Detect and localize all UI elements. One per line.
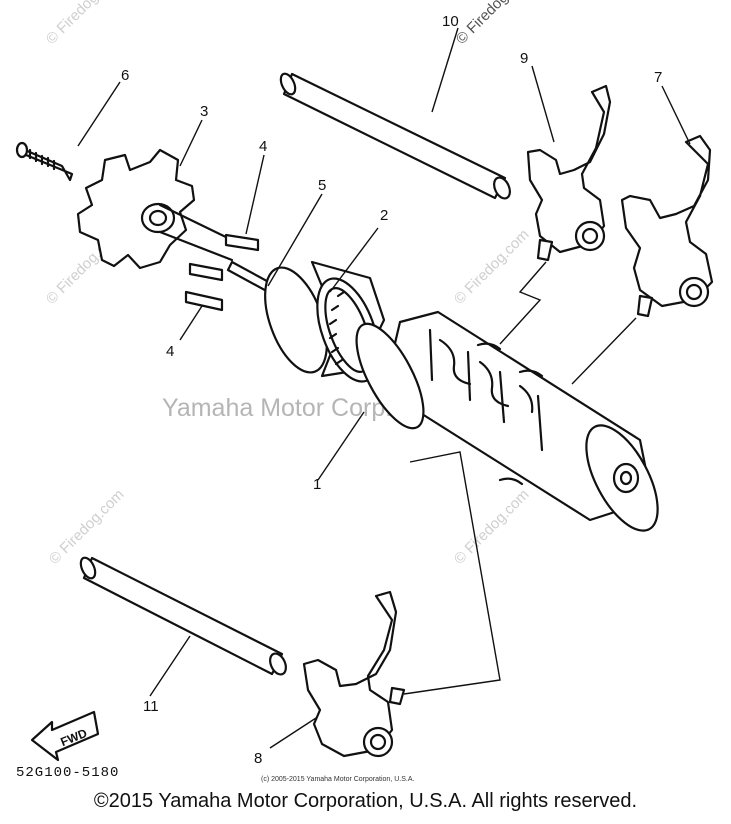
bolt-part-6 <box>15 141 74 182</box>
callout-4-lower: 4 <box>166 343 174 360</box>
callout-10: 10 <box>442 13 459 30</box>
copyright-footer: ©2015 Yamaha Motor Corporation, U.S.A. A… <box>93 790 638 812</box>
callout-3: 3 <box>200 103 208 120</box>
shift-drum-part-1 <box>355 310 659 532</box>
fwd-arrow: FWD <box>30 710 100 762</box>
shaft-part-11 <box>79 556 287 676</box>
shift-fork-part-9 <box>526 84 612 262</box>
callout-1: 1 <box>313 476 321 493</box>
callouts: 1 2 3 4 4 5 6 7 8 9 10 11 <box>121 13 662 767</box>
watermark-top-right: © Firedog <box>453 0 512 48</box>
callout-9: 9 <box>520 50 528 67</box>
shaft-part-10 <box>279 72 511 200</box>
callout-4-upper: 4 <box>259 138 267 155</box>
callout-6: 6 <box>121 67 129 84</box>
callout-2: 2 <box>380 207 388 224</box>
shift-fork-part-8 <box>302 590 406 758</box>
callout-8: 8 <box>254 750 262 767</box>
callout-7: 7 <box>654 69 662 86</box>
shift-fork-part-7 <box>620 134 714 318</box>
leader-lines <box>77 27 691 749</box>
watermark-left-low: © Firedog.com <box>46 486 128 568</box>
watermark-top-left: © Firedog.com <box>43 0 125 48</box>
callout-11: 11 <box>143 698 159 715</box>
pins-part-4 <box>184 233 260 312</box>
small-copyright: (c) 2005-2015 Yamaha Motor Corporation, … <box>261 776 414 783</box>
callout-5: 5 <box>318 177 326 194</box>
watermark-right-low: © Firedog.com <box>451 486 533 568</box>
watermark-right-mid: © Firedog.com <box>451 226 533 308</box>
diagram-part-number: 52G100-5180 <box>16 765 119 781</box>
segment-part-3 <box>76 148 234 270</box>
